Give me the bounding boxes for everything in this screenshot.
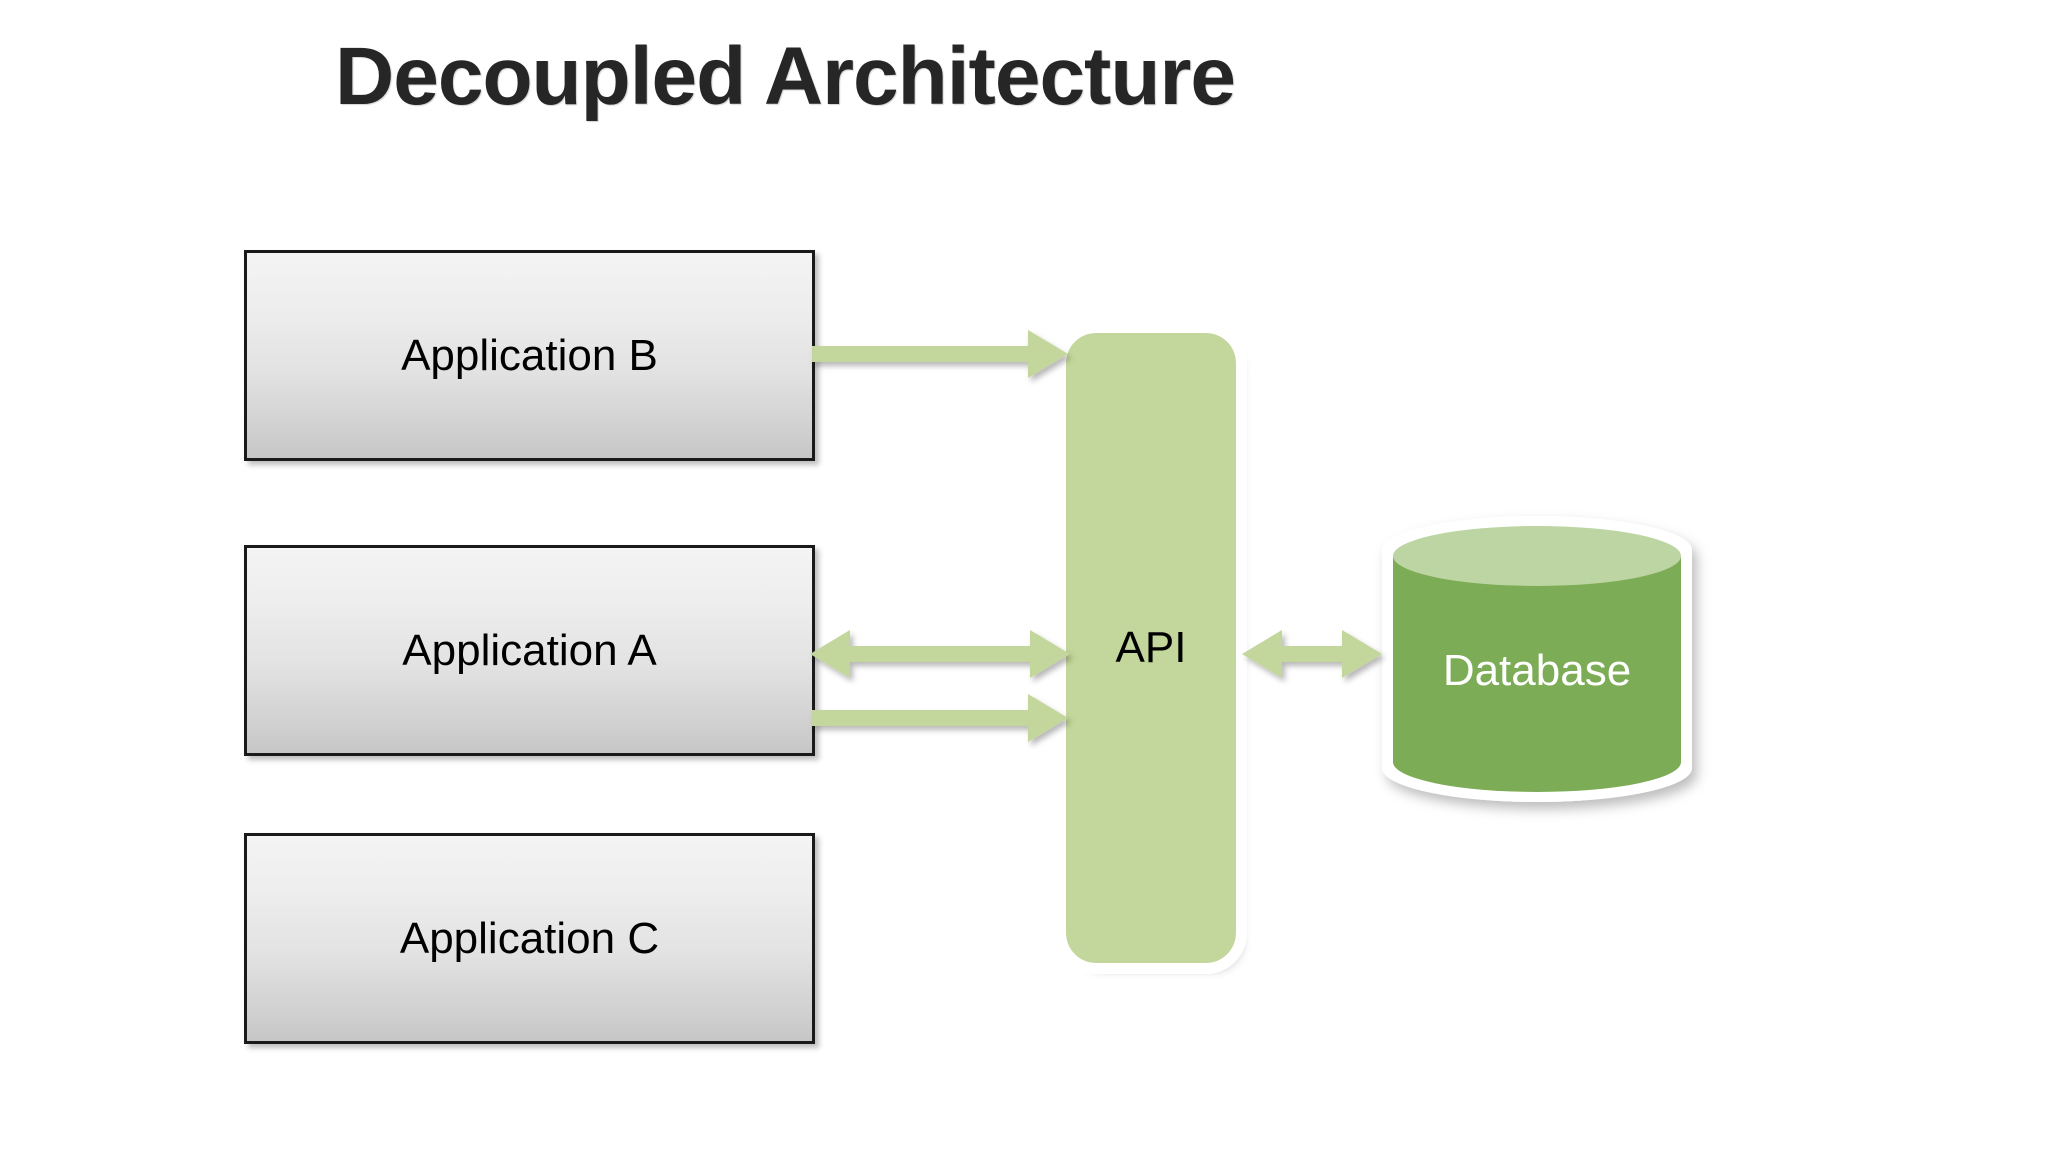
connector-api-to-database[interactable] [1238,624,1390,684]
node-application-a-label: Application A [402,625,657,675]
node-database[interactable]: Database [1376,516,1698,802]
database-cylinder-icon [1382,516,1692,802]
node-application-c-label: Application C [399,913,660,963]
node-application-a[interactable]: Application A [244,545,815,756]
node-application-b-label: Application B [401,330,658,380]
node-api-label: API [1115,623,1187,672]
connector-application-c-to-api[interactable] [806,688,1078,748]
page-title: Decoupled Architecture [335,31,1236,122]
node-api[interactable]: API [1055,322,1247,974]
connector-application-b-to-api[interactable] [806,324,1078,384]
connector-application-a-to-api[interactable] [806,624,1078,684]
node-application-b[interactable]: Application B [244,250,815,461]
node-application-c[interactable]: Application C [244,833,815,1044]
